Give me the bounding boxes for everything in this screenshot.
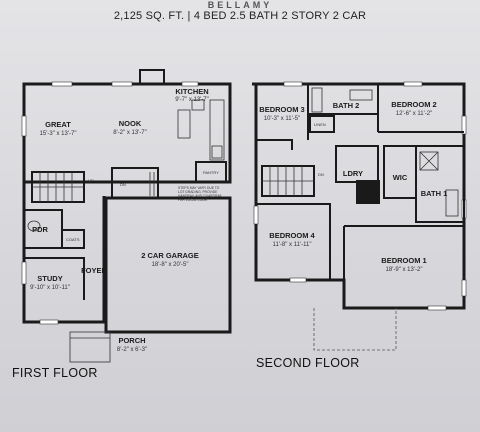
- window: [111, 81, 133, 87]
- window: [253, 205, 259, 225]
- room-study-name: STUDY: [37, 274, 62, 283]
- room-garage-name: 2 CAR GARAGE: [141, 251, 199, 260]
- room-bedroom1-name: BEDROOM 1: [381, 256, 426, 265]
- room-nook-dims: 8'-2" x 13'-7": [113, 130, 147, 136]
- window: [461, 279, 467, 297]
- room-pantry-name: PANTRY: [203, 170, 219, 175]
- plan-specs: 2,125 SQ. FT. | 4 BED 2.5 BATH 2 STORY 2…: [113, 10, 367, 22]
- room-bedroom2-dims: 12'-6" x 11'-2": [396, 111, 432, 117]
- room-bath2-name: BATH 2: [333, 101, 360, 110]
- kitchen-sink: [191, 99, 205, 111]
- room-nook-name: NOOK: [119, 119, 142, 128]
- bedroom4-wall: [256, 203, 331, 280]
- garage-note: STEPS MAY VARY DUE TO LOT GRADING. PROVI…: [178, 186, 222, 202]
- rear-bump: [139, 69, 165, 85]
- garage-wall: [104, 196, 232, 334]
- plan-name: BELLAMY: [207, 0, 273, 10]
- coats-closet: [61, 229, 85, 249]
- bath2-vanity: [349, 89, 373, 101]
- bath1-wall: [415, 145, 465, 223]
- first-floor-stairs: [31, 171, 85, 203]
- second-floor-plan: BEDROOM 3 10'-3" x 11'-5" BATH 2 LINEN B…: [252, 81, 467, 351]
- room-foyer-name: FOYER: [81, 266, 107, 275]
- bath2-tub: [311, 87, 323, 113]
- first-floor-front-wall: [22, 182, 106, 324]
- window: [461, 115, 467, 135]
- room-coats-name: COATS: [66, 237, 80, 242]
- room-wic-name: WIC: [393, 173, 408, 182]
- room-linen-name: LINEN: [314, 122, 326, 127]
- linen-closet: [309, 115, 335, 133]
- bath1-vanity: [445, 189, 459, 217]
- room-porch-dims: 8'-2" x 6'-3": [117, 347, 147, 353]
- window: [283, 81, 303, 87]
- toilet: [27, 220, 41, 232]
- refrigerator: [211, 145, 223, 159]
- room-great-dims: 15'-3" x 13'-7": [40, 131, 77, 137]
- room-great-name: GREAT: [45, 120, 71, 129]
- wic-wall: [383, 145, 417, 199]
- room-kitchen-dims: 9'-7" x 13'-7": [175, 97, 209, 103]
- room-garage-dims: 18'-8" x 20'-5": [152, 262, 189, 268]
- room-bedroom2-name: BEDROOM 2: [391, 100, 436, 109]
- bedroom3-wall: [256, 139, 293, 150]
- room-ldry-name: LDRY: [343, 169, 363, 178]
- stair-down-label: DN: [318, 172, 324, 177]
- study-wall: [24, 257, 85, 300]
- room-study-dims: 9'-10" x 10'-11": [30, 285, 70, 291]
- window: [51, 81, 73, 87]
- window: [21, 261, 27, 285]
- entry-steps: [111, 167, 159, 199]
- room-bedroom3-name: BEDROOM 3: [259, 105, 304, 114]
- window: [289, 277, 307, 283]
- second-floor-stairs: [261, 165, 315, 197]
- room-bedroom1-dims: 18'-9" x 13'-2": [386, 267, 423, 273]
- window: [427, 305, 447, 311]
- first-floor-plan: GREAT 15'-3" x 13'-7" NOOK 8'-2" x 13'-7…: [21, 69, 232, 363]
- stair-up-label: UP: [88, 178, 94, 183]
- room-bath1-name: BATH 1: [421, 189, 448, 198]
- step-down-label: DN: [120, 182, 126, 187]
- window: [181, 81, 199, 87]
- room-pdr-name: PDR: [32, 225, 48, 234]
- window: [403, 81, 423, 87]
- kitchen-counter: [209, 99, 225, 161]
- porch-slab: [69, 331, 111, 363]
- first-floor-label: FIRST FLOOR: [12, 366, 98, 380]
- second-floor-label: SECOND FLOOR: [256, 356, 360, 370]
- porch-roof-outline: [313, 308, 397, 351]
- bath1-shower: [419, 151, 439, 171]
- kitchen-island: [177, 109, 191, 139]
- pantry-wall: [195, 161, 227, 183]
- room-porch-name: PORCH: [118, 336, 145, 345]
- room-bedroom4-dims: 11'-8" x 11'-11": [273, 242, 312, 248]
- window: [39, 319, 59, 325]
- room-kitchen-name: KITCHEN: [175, 87, 208, 96]
- window: [21, 115, 27, 137]
- chase: [356, 180, 380, 204]
- room-bedroom3-dims: 10'-3" x 11'-5": [264, 116, 300, 122]
- room-bedroom4-name: BEDROOM 4: [269, 231, 315, 240]
